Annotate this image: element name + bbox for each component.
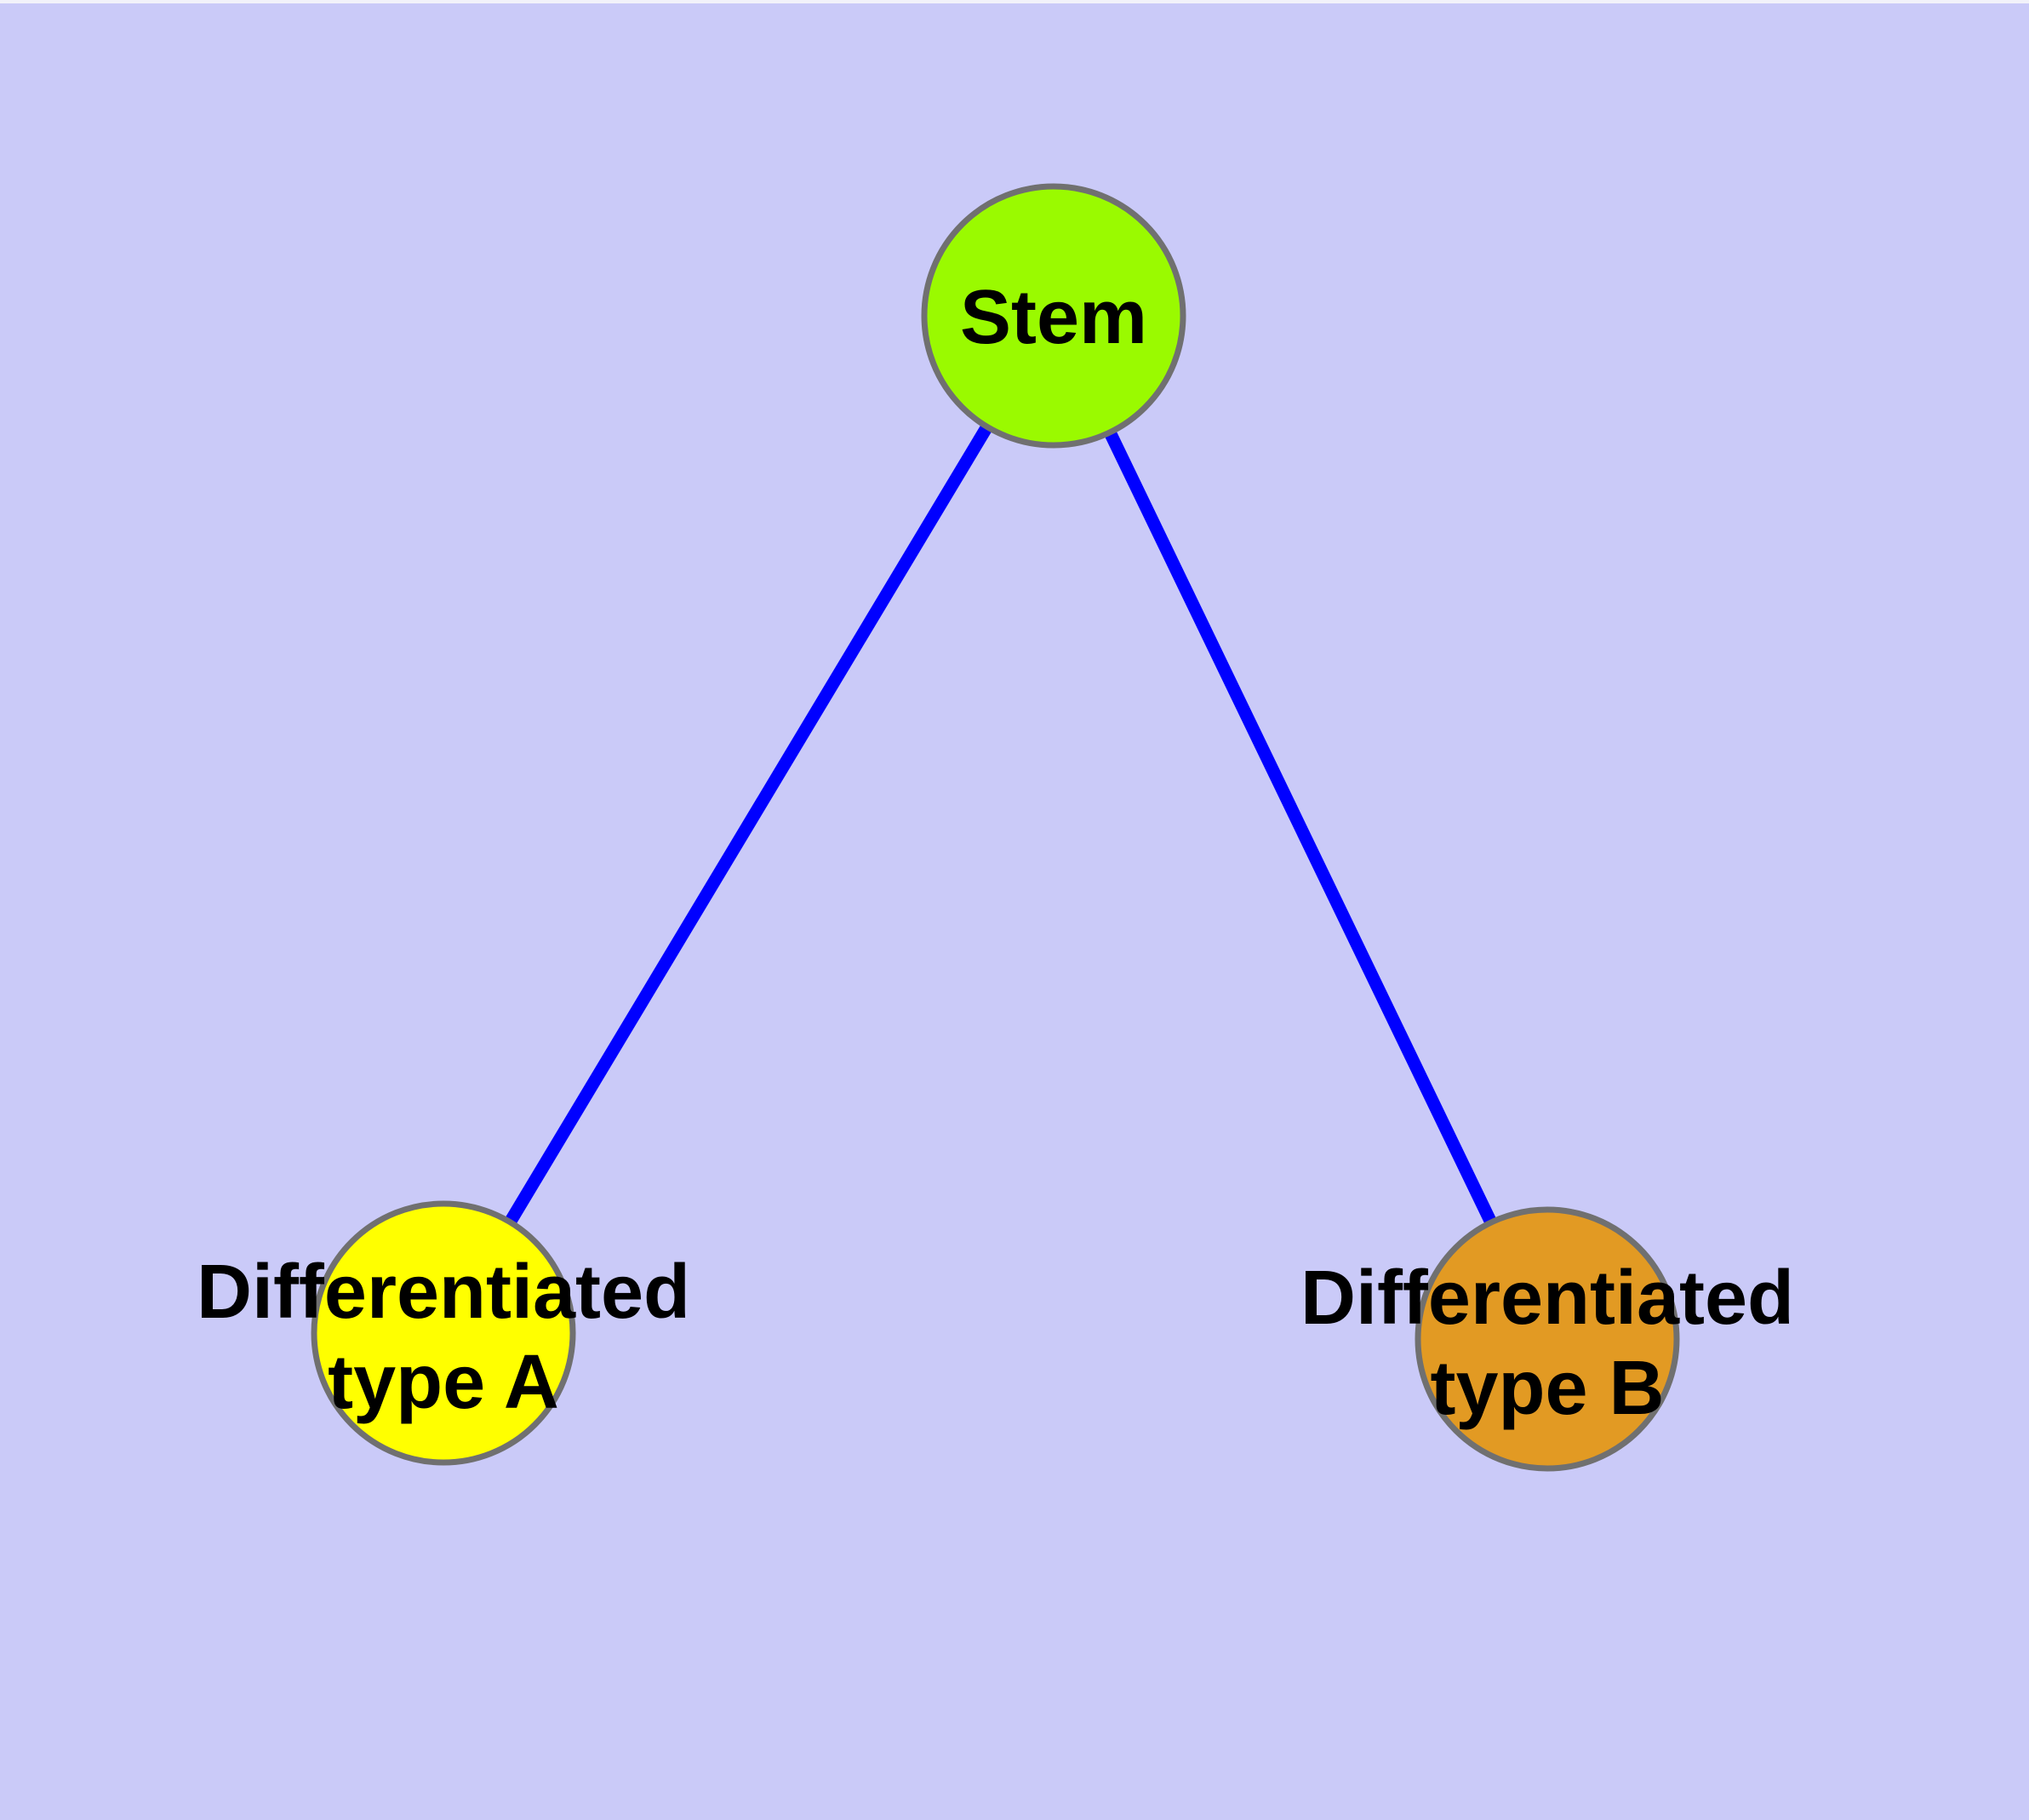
node-stem-label: Stem xyxy=(960,275,1147,360)
node-differentiated-type-b xyxy=(1415,1206,1680,1472)
node-stem xyxy=(921,183,1186,449)
edge-stem-to-type-b xyxy=(1048,312,1553,1342)
node-type-b-label-line2: type B xyxy=(1430,1346,1664,1431)
node-type-a-label-line1: Differentiated xyxy=(197,1250,690,1335)
edge-stem-to-type-a xyxy=(437,312,1060,1336)
top-edge-strip xyxy=(0,0,2029,3)
node-type-a-label-line2: type A xyxy=(328,1340,559,1425)
node-differentiated-type-a xyxy=(311,1200,576,1466)
node-type-b-label-line1: Differentiated xyxy=(1300,1256,1794,1341)
